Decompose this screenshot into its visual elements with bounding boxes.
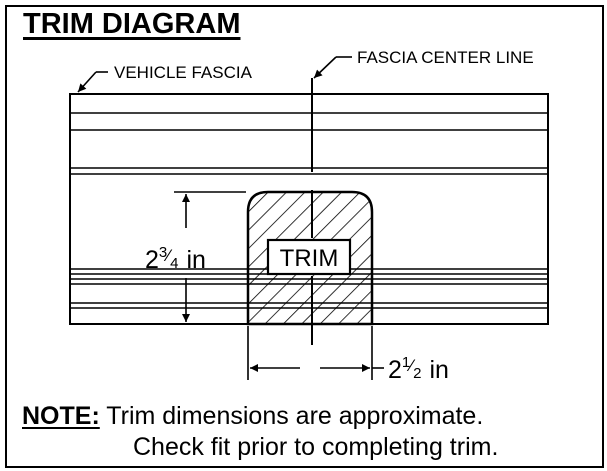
width-num: 1	[402, 354, 410, 371]
width-unit: in	[429, 356, 448, 384]
height-unit: in	[186, 246, 205, 274]
height-num: 3	[159, 244, 167, 261]
note-label: NOTE:	[22, 402, 100, 430]
height-den: 4	[170, 255, 178, 272]
height-whole: 2	[145, 246, 159, 274]
fascia-center-line-leader: FASCIA CENTER LINE	[313, 48, 534, 79]
vehicle-fascia-label: VEHICLE FASCIA	[114, 63, 253, 82]
diagram-title: TRIM DIAGRAM	[23, 8, 241, 40]
trim-piece: TRIM	[246, 190, 374, 326]
fascia-center-line-label: FASCIA CENTER LINE	[357, 48, 534, 67]
width-den: 2	[413, 365, 421, 382]
note-line1: Trim dimensions are approximate.	[106, 402, 484, 430]
vehicle-fascia-leader: VEHICLE FASCIA	[77, 63, 253, 93]
width-whole: 2	[388, 356, 402, 384]
note: NOTE: Trim dimensions are approximate.	[22, 404, 483, 429]
trim-label: TRIM	[280, 245, 339, 272]
note-line2: Check fit prior to completing trim.	[133, 433, 499, 461]
